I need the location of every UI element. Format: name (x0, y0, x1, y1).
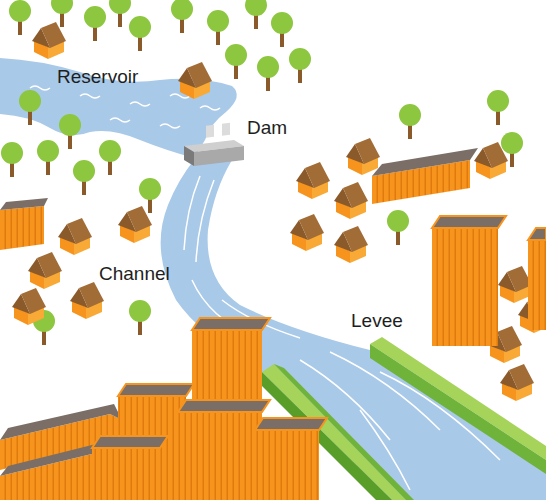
part-label: Levee (351, 310, 403, 332)
tall-buildings (92, 216, 546, 500)
reservoir-water (0, 58, 237, 158)
part-label: Channel (99, 263, 170, 285)
part-label: Reservoir (57, 66, 138, 88)
houses (12, 22, 546, 401)
dam-structure (184, 123, 244, 166)
row-houses (0, 148, 478, 500)
trees (1, 0, 523, 345)
levee-right (370, 337, 546, 474)
part-label: Dam (247, 117, 287, 139)
channel-water (161, 160, 546, 500)
